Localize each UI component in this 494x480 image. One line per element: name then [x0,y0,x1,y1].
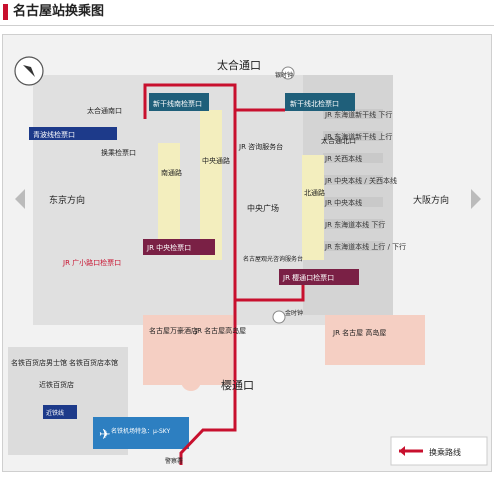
gold-clock-icon [272,310,286,324]
shinkansen-south-gate[interactable] [149,93,209,111]
label-meitetsu-men: 名铁百货店男士馆 [11,358,67,367]
map-svg: ✈ 太合通口 樱通口 新干线南检票口 新干线北检票口 青波线检票口 换乘检票口 … [3,35,491,471]
label-shinkansen-north: 新干线北检票口 [290,99,339,108]
label-shinkansen-south: 新干线南检票口 [153,99,202,108]
central-corridor [200,110,222,260]
platform-labels: JR 东海道新干线 下行 JR 东海道新干线 上行 JR 关西本线 JR 中央本… [324,110,406,251]
label-jr-hirokoji: JR 广小路口检票口 [62,258,121,267]
label-kintetsu-line: 近铁线 [46,409,64,417]
label-meitetsu-airport: 名铁机场特急：μ-SKY [111,427,171,435]
label-kintetsu-dept: 近铁百货店 [39,380,74,389]
transfer-route-main [143,83,237,465]
silver-clock-icon [281,66,295,80]
aonami-gate[interactable] [29,127,117,140]
label-takashimaya: JR 名古屋高岛屋 [194,326,246,335]
legend: 换乘路线 [390,436,488,466]
platform-label: JR 东海道本线 上行 / 下行 [324,242,406,251]
sakura-plaza-icon [181,371,201,391]
airplane-icon: ✈ [99,427,111,443]
jr-sakura-gate[interactable] [279,269,359,285]
label-central-plaza: 中央广场 [247,203,279,213]
platform-label: JR 东海道新干线 下行 [324,110,392,119]
platform-label: JR 中央本线 / 关西本线 [324,176,397,185]
label-takashimaya-right: JR 名古屋 高岛屋 [332,328,386,337]
jr-central-gate[interactable] [143,239,215,255]
label-police: 警察署 [165,457,183,465]
tokyo-arrow-icon [15,189,25,209]
label-gold-clock: 金时钟 [285,309,303,317]
exit-sakura: 樱通口 [221,379,254,392]
label-transfer-gate: 换乘检票口 [101,148,136,157]
south-corridor [158,143,180,253]
osaka-arrow-icon [471,189,481,209]
header-accent-bar [3,4,8,20]
platform-strips [323,109,383,251]
platform-label: JR 东海道本线 下行 [324,220,385,229]
label-marriott: 名古屋万豪酒店 [149,326,198,335]
shinkansen-north-gate[interactable] [285,93,355,111]
platform-label: JR 东海道新干线 上行 [324,132,392,141]
label-jr-central: JR 中央检票口 [146,243,191,252]
label-south-corridor: 南通路 [161,168,182,177]
platform-label: JR 关西本线 [324,154,362,163]
label-jr-sakura: JR 樱通口检票口 [282,273,334,282]
label-central-corridor: 中央通路 [202,156,230,165]
platform-label: JR 中央本线 [324,198,362,207]
meitetsu-airport-box[interactable] [93,417,189,449]
label-taiko-north: 太合通北口 [321,136,356,145]
kintetsu-line-box[interactable] [43,405,77,419]
label-aonami: 青波线检票口 [33,130,75,139]
compass-needle-icon [23,65,35,77]
takashimaya-block [325,315,425,365]
label-meitetsu-main: 名铁百货店本馆 [69,358,118,367]
legend-label: 换乘路线 [429,447,461,457]
label-silver-clock: 银时钟 [275,71,293,79]
exit-taiko: 太合通口 [217,58,261,72]
section-header: 名古屋站换乘图 [0,0,494,26]
label-tourist-info: 名古屋观光咨询服务台 [243,255,303,263]
label-north-corridor: 北通路 [304,188,325,197]
label-taiko-south: 太合通南口 [87,106,122,115]
legend-arrow-icon [399,446,405,456]
label-jr-info: JR 咨询服务台 [238,142,283,151]
north-corridor [302,155,324,260]
label-tokyo: 东京方向 [49,194,85,206]
transfer-map[interactable]: ✈ 太合通口 樱通口 新干线南检票口 新干线北检票口 青波线检票口 换乘检票口 … [2,34,492,472]
page-title: 名古屋站换乘图 [13,4,105,19]
label-osaka: 大阪方向 [413,194,449,206]
